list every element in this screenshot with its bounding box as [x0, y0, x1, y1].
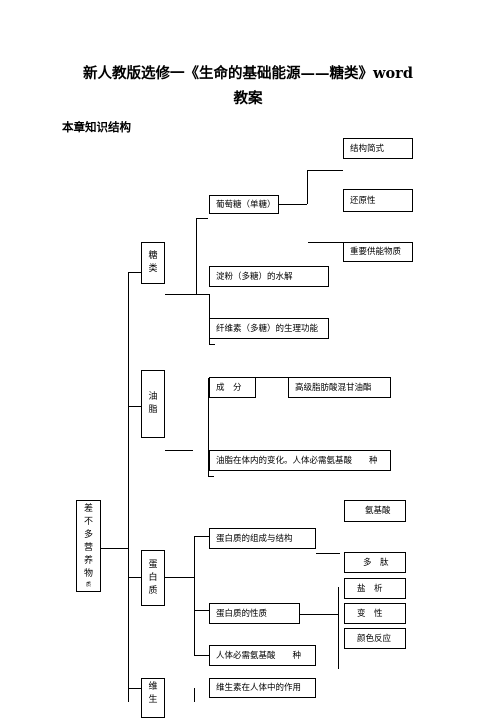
peptide-box: 多 肽 [344, 552, 406, 573]
page-title-line2: 教案 [233, 90, 263, 107]
glucose-box: 葡萄糖（单糖） [209, 195, 279, 214]
root-trunk-line [128, 272, 129, 702]
protein-structure-box: 蛋白质的组成与结构 [209, 528, 316, 549]
vitamin-category-box: 维生 [141, 678, 165, 718]
color-reaction-box: 颜色反应 [344, 628, 406, 649]
reducing-property-box: 还原性 [343, 189, 413, 212]
energy-connector [308, 242, 344, 243]
root-nutrient-box: 差不多 营养物 质 [76, 500, 101, 592]
protein-essential-connector [194, 655, 210, 656]
protein-property-vline [338, 587, 339, 669]
fat-composition-box: 成 分 [209, 377, 256, 398]
fat-sub-vline [208, 378, 209, 476]
starch-hydrolysis-box: 淀粉（多糖）的水解 [209, 266, 329, 287]
protein-sub-hline [165, 577, 194, 578]
fat-category-box: 油脂 [141, 370, 165, 438]
sugar-structure-box: 结构简式 [343, 138, 413, 159]
protein-sub-vline [194, 536, 195, 655]
glucose-upper-vline [307, 170, 308, 204]
fat-change-box: 油脂在体内的变化。人体必需氨基酸 种 [209, 450, 391, 471]
structure-connector [307, 170, 343, 171]
glucose-connector [196, 218, 208, 219]
vitamin-branch-line [128, 688, 141, 689]
sugar-category-box: 糖类 [141, 242, 165, 284]
amino-acid-box: 氨基酸 [344, 500, 406, 522]
sugar-branch-line [128, 272, 141, 273]
protein-structure-right-hline [316, 553, 340, 554]
energy-source-box: 重要供能物质 [343, 242, 413, 262]
protein-property-connector [194, 610, 210, 611]
protein-structure-connector [194, 536, 210, 537]
cellulose-stub [209, 344, 215, 345]
protein-branch-line [128, 577, 141, 578]
vitamin-function-box: 维生素在人体中的作用 [209, 678, 316, 698]
vitamin-sub-vline [194, 688, 195, 702]
protein-property-box: 蛋白质的性质 [209, 603, 300, 624]
sugar-sub-vline [196, 218, 197, 294]
salting-out-box: 盐 析 [344, 578, 406, 599]
page-title-line1: 新人教版选修一《生命的基础能源——糖类》word [83, 65, 413, 82]
glucose-right-hline [279, 204, 307, 205]
fat-sub-hline [165, 450, 193, 451]
fat-change-stub [208, 476, 214, 477]
sugar-sub-hline [165, 294, 196, 295]
protein-category-box: 蛋白质 [141, 550, 165, 606]
fat-branch-line [128, 406, 141, 407]
essential-amino-box: 人体必需氨基酸 种 [209, 645, 316, 666]
sugar-lower-hline [196, 294, 209, 295]
fatty-acid-box: 高级脂肪酸混甘油酯 [288, 377, 391, 398]
fat-composition-connector [256, 377, 288, 378]
protein-property-right-hline [300, 614, 338, 615]
denaturation-box: 变 性 [344, 603, 406, 624]
root-connector-line [101, 548, 128, 549]
section-subheading: 本章知识结构 [62, 120, 131, 134]
cellulose-function-box: 纤维素（多糖）的生理功能 [209, 318, 329, 339]
